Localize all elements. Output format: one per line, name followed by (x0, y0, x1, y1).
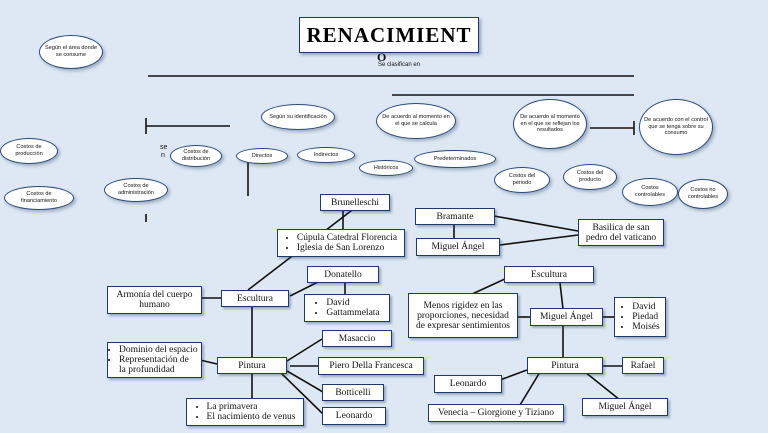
node-menos-rigidez: Menos rigidez en las proporciones, neces… (408, 293, 518, 338)
node-escultura-left: Escultura (221, 290, 289, 307)
link-escultura-menos (469, 277, 508, 296)
link-pintura-leonardo-r (499, 369, 528, 381)
fragment-n: n (161, 152, 165, 159)
subtitle: Se clasifican en (378, 62, 421, 68)
node-brunelleschi: Brunelleschi (320, 194, 390, 211)
link-pintura-leonardo (279, 371, 324, 415)
cloud-costos-periodo: Costos del periodo (494, 167, 550, 193)
link-escultura-miguel (559, 282, 564, 310)
cloud-costos-produccion: Costos de producción (0, 138, 58, 164)
node-botticelli: Botticelli (322, 384, 384, 401)
link-pintura-masaccio (286, 338, 323, 362)
cloud-no-controlables: Costos no controlables (678, 179, 728, 209)
brunelleschi-works-list: Cúpula Catedral Florencia Iglesia de San… (285, 233, 397, 253)
title-overflow-letter: O (377, 50, 387, 64)
link-pintura-miguel-b (584, 371, 621, 401)
link-pintura-notes (199, 359, 218, 365)
miguel-angel-works-list: David Piedad Moisés (620, 302, 659, 332)
node-donatello: Donatello (307, 266, 379, 283)
node-brunelleschi-works: Cúpula Catedral Florencia Iglesia de San… (277, 229, 405, 257)
fragment-se: se (160, 144, 168, 151)
node-bramante: Bramante (415, 208, 495, 225)
node-pintura-left-notes: Dominio del espacio Representación de la… (107, 342, 202, 378)
cloud-momento-reflejan: De acuerdo al momento en el que se refle… (513, 99, 587, 149)
node-botticelli-works: La primavera El nacimiento de venus (186, 398, 304, 426)
title-text: RENACIMIENT (306, 22, 472, 47)
cloud-directos: Directos (236, 148, 288, 164)
cloud-momento-calcula: De acuerdo al momento en el que se calcu… (376, 103, 456, 139)
node-pintura-left: Pintura (217, 357, 287, 374)
node-leonardo-right: Leonardo (434, 375, 502, 393)
cloud-historicos: Históricos (359, 160, 413, 176)
link-miguel-basilica (499, 234, 579, 246)
node-miguel-angel-top: Miguel Ángel (416, 238, 500, 256)
cloud-costos-financiamiento: Costos de financiamiento (4, 186, 74, 210)
cloud-segun-identificacion: Según su identificación (261, 104, 335, 130)
cloud-costos-distribucion: Costos de distribución (170, 145, 222, 167)
node-miguel-angel-bottom: Miguel Ángel (582, 398, 668, 416)
node-armonia: Armonía del cuerpo humano (107, 286, 202, 314)
node-miguel-angel-works: David Piedad Moisés (614, 297, 666, 337)
node-leonardo-left: Leonardo (322, 407, 386, 425)
cloud-indirectos: Indirectos (297, 147, 355, 163)
cloud-controlables: Costos controlables (622, 178, 678, 206)
cloud-control: De acuerdo con el control que se tenga s… (639, 99, 713, 155)
pintura-left-notes-list: Dominio del espacio Representación de la… (111, 345, 198, 375)
node-rafael: Rafael (622, 357, 664, 374)
node-pintura-right: Pintura (527, 357, 603, 374)
cloud-predeterminados: Predeterminados (414, 150, 496, 168)
node-miguel-angel-mid: Miguel Ángel (530, 308, 603, 326)
link-bramante-basilica (493, 215, 579, 232)
cloud-costos-producto: Costos del producto (563, 164, 617, 190)
link-pintura-venecia (519, 371, 541, 406)
node-venecia: Venecia – Giorgione y Tiziano (428, 404, 564, 422)
cloud-segun-area: Según el área donde se consume (39, 35, 103, 69)
node-masaccio: Masaccio (322, 330, 392, 347)
node-donatello-works: David Gattammelata (304, 294, 390, 322)
botticelli-works-list: La primavera El nacimiento de venus (195, 402, 296, 422)
page-title: RENACIMIENT (299, 17, 479, 53)
cloud-costos-administracion: Costos de administración (104, 178, 168, 202)
node-escultura-right: Escultura (504, 266, 594, 283)
node-piero: Piero Della Francesca (318, 357, 424, 375)
node-basilica: Basilica de san pedro del vaticano (578, 219, 664, 246)
donatello-works-list: David Gattammelata (314, 298, 379, 318)
link-pintura-botticelli (286, 370, 324, 393)
